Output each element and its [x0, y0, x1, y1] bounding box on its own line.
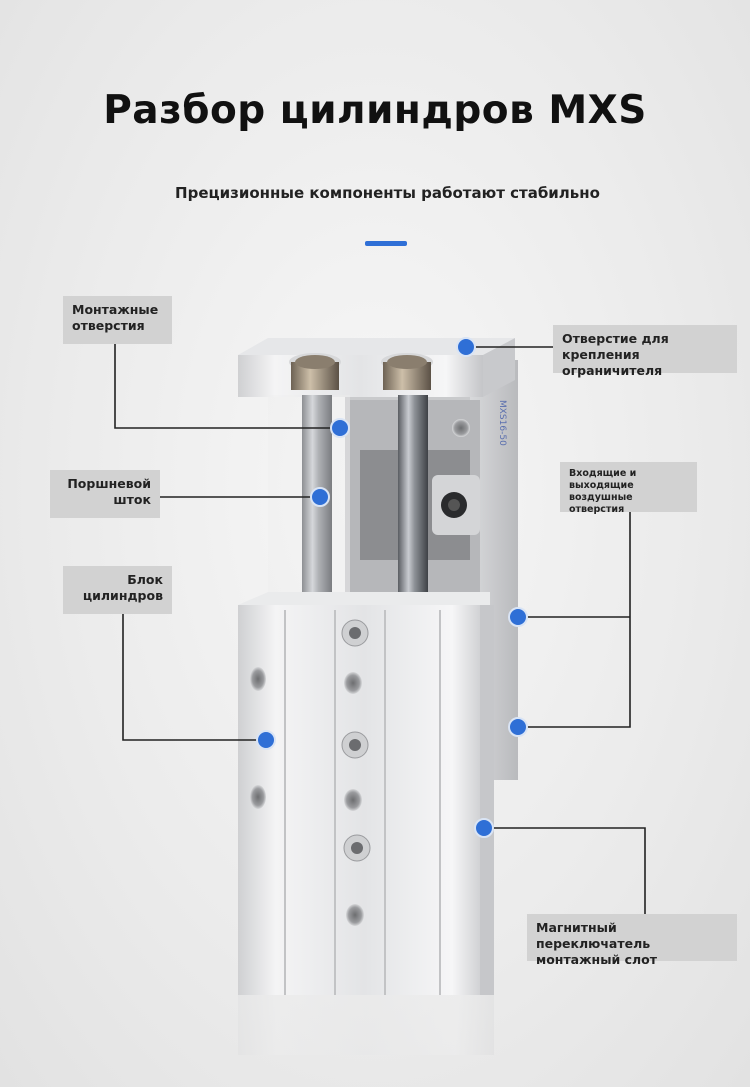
page-title: Разбор цилиндров MXS: [103, 88, 647, 133]
leader-air-ports: [518, 512, 631, 728]
side-engraving: MXS16-50: [497, 400, 507, 446]
callout-switch-slot: Магнитный переключатель монтажный слот: [527, 914, 737, 967]
leader-mounting-holes: [114, 344, 340, 429]
top-table-face: [238, 338, 515, 355]
accent-divider: [365, 241, 407, 246]
top-table: [238, 355, 483, 397]
dot-cylinder-block: [256, 730, 276, 750]
dot-air-port-lower: [508, 717, 528, 737]
dot-stopper-hole: [456, 337, 476, 357]
callout-piston-rod: Поршневой шток: [50, 470, 160, 518]
dot-mounting-holes: [330, 418, 350, 438]
piston-rod-right: [398, 395, 428, 610]
dot-piston-rod: [310, 487, 330, 507]
dot-air-port-upper: [508, 607, 528, 627]
callout-mounting-holes: Монтажные отверстия: [63, 296, 172, 344]
callout-stopper-hole: Отверстие для крепления ограничителя: [553, 325, 737, 378]
cylinder-block: [238, 605, 490, 995]
callout-cylinder-block: Блок цилиндров: [63, 566, 172, 614]
callout-air-ports: Входящие и выходящие воздушные отверстия: [560, 462, 697, 515]
page-subtitle: Прецизионные компоненты работают стабиль…: [175, 184, 600, 202]
dot-switch-slot: [474, 818, 494, 838]
leader-switch-slot: [484, 827, 646, 914]
leader-cylinder-block: [122, 614, 266, 741]
